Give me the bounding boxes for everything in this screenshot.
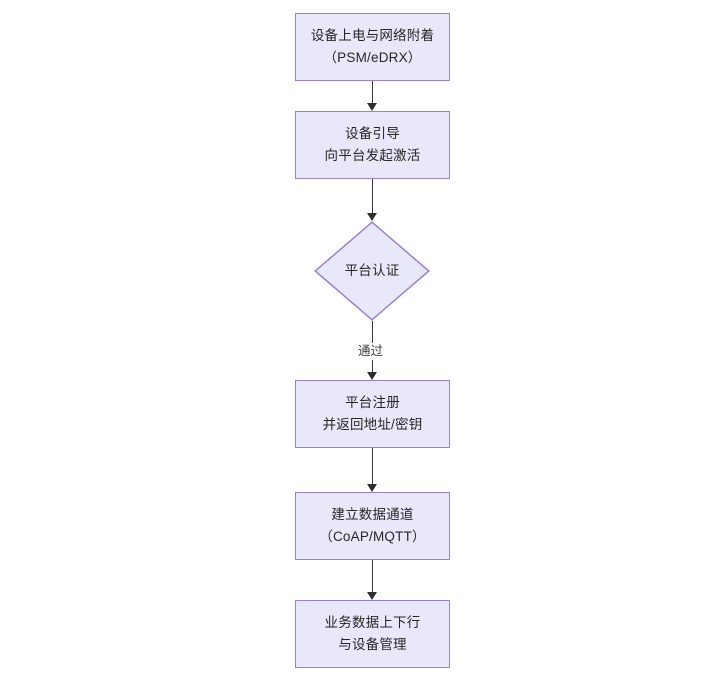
edge-register-to-data-channel-arrow: [367, 484, 377, 492]
edge-power-on-to-bootstrap-arrow: [367, 103, 377, 111]
node-business-data-line1: 业务数据上下行: [324, 614, 421, 630]
node-platform-register-line1: 平台注册: [345, 394, 400, 410]
edge-register-to-data-channel-line: [372, 448, 373, 484]
edge-data-channel-to-business-arrow: [367, 592, 377, 600]
edge-bootstrap-to-platform-auth-arrow: [367, 213, 377, 221]
node-bootstrap-line1: 设备引导: [345, 125, 400, 141]
node-data-channel-line2: （CoAP/MQTT）: [319, 529, 426, 544]
node-platform-register[interactable]: 平台注册 并返回地址/密钥: [295, 380, 450, 448]
node-platform-auth[interactable]: 平台认证: [314, 221, 430, 321]
node-data-channel-line1: 建立数据通道: [331, 506, 414, 522]
edge-platform-auth-to-register-arrow: [367, 372, 377, 380]
node-business-data-line2: 与设备管理: [338, 637, 407, 652]
node-bootstrap-line2: 向平台发起激活: [324, 148, 421, 163]
node-power-on[interactable]: 设备上电与网络附着 （PSM/eDRX）: [295, 13, 450, 81]
edge-data-channel-to-business-line: [372, 560, 373, 592]
edge-bootstrap-to-platform-auth-line: [372, 179, 373, 213]
node-bootstrap[interactable]: 设备引导 向平台发起激活: [295, 111, 450, 179]
edge-power-on-to-bootstrap-line: [372, 81, 373, 103]
node-platform-register-line2: 并返回地址/密钥: [322, 417, 423, 432]
node-data-channel[interactable]: 建立数据通道 （CoAP/MQTT）: [295, 492, 450, 560]
node-business-data[interactable]: 业务数据上下行 与设备管理: [295, 600, 450, 668]
node-power-on-line1: 设备上电与网络附着: [310, 27, 435, 43]
node-platform-auth-label: 平台认证: [344, 262, 400, 278]
node-power-on-line2: （PSM/eDRX）: [323, 50, 422, 65]
edge-label-pass: 通过: [355, 343, 387, 360]
diamond-shape-icon: [314, 221, 430, 321]
